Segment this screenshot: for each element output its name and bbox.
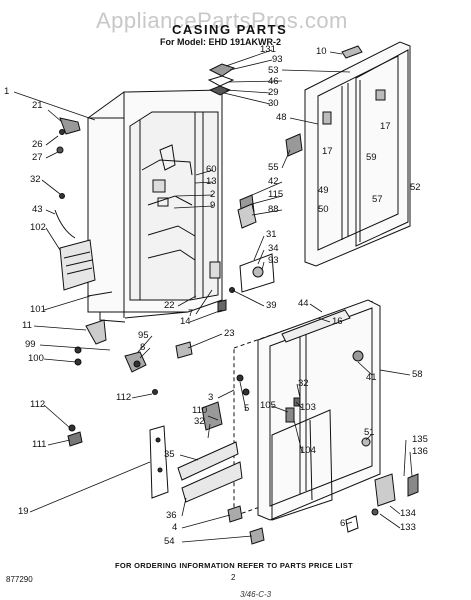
callout-32-door: 32 (298, 378, 309, 389)
callout-112-mid: 112 (116, 392, 132, 403)
callout-105: 105 (260, 400, 276, 411)
handwritten-mark: 3/46-C-3 (240, 590, 272, 599)
watermark-text: AppliancePartsPros.com (96, 8, 348, 33)
callout-32: 32 (30, 174, 41, 185)
callout-3: 3 (208, 392, 214, 403)
page-number: 2 (231, 573, 236, 582)
callout-59: 59 (366, 152, 377, 163)
callout-17-lower: 17 (322, 146, 333, 157)
callout-2: 2 (210, 189, 216, 200)
callout-93-top: 93 (272, 54, 283, 65)
callout-101: 101 (30, 304, 46, 315)
cabinet-drawing (87, 89, 223, 323)
callout-39: 39 (266, 300, 277, 311)
callout-32-hinge: 32 (194, 416, 205, 427)
callout-54: 54 (164, 536, 175, 547)
callout-35: 35 (164, 449, 175, 460)
callout-53: 53 (268, 65, 279, 76)
callout-103: 103 (300, 402, 316, 413)
document-number: 877290 (6, 575, 33, 584)
fresh-food-door-drawing (233, 299, 381, 521)
callout-27: 27 (32, 152, 43, 163)
callout-42: 42 (268, 176, 279, 187)
callout-51: 51 (364, 427, 375, 438)
callout-88: 88 (268, 204, 279, 215)
callout-133: 133 (400, 522, 416, 533)
callout-17-upper: 17 (380, 121, 391, 132)
diagram-title: CASING PARTS (172, 22, 288, 37)
callout-5: 5 (244, 403, 250, 414)
callout-111: 111 (32, 439, 47, 450)
callout-55: 55 (268, 162, 279, 173)
callout-30: 30 (268, 98, 279, 109)
ordering-footer-note: FOR ORDERING INFORMATION REFER TO PARTS … (115, 561, 353, 570)
callout-112-left: 112 (30, 399, 46, 410)
callout-136: 136 (412, 446, 428, 457)
callout-43: 43 (32, 204, 43, 215)
callout-93-lower: 93 (268, 255, 279, 266)
callout-19: 19 (18, 506, 29, 517)
callout-16: 16 (332, 316, 343, 327)
callout-50: 50 (318, 204, 329, 215)
callout-60: 60 (206, 164, 217, 175)
freezer-door-drawing (304, 41, 411, 267)
callout-6: 6 (340, 518, 346, 529)
small-parts-drawing (54, 45, 419, 545)
callout-44: 44 (298, 298, 309, 309)
callout-115: 115 (268, 189, 284, 200)
callout-21: 21 (32, 100, 43, 111)
callout-10: 10 (316, 46, 327, 57)
callout-100: 100 (28, 353, 44, 364)
callout-95: 95 (138, 330, 149, 341)
callout-135: 135 (412, 434, 428, 445)
callout-26: 26 (32, 139, 43, 150)
leader-lines (13, 49, 413, 543)
callout-23: 23 (224, 328, 235, 339)
callout-29: 29 (268, 87, 279, 98)
callout-134: 134 (400, 508, 416, 519)
callout-102: 102 (30, 222, 46, 233)
callout-58: 58 (412, 369, 423, 380)
callout-22: 22 (164, 300, 175, 311)
callout-34: 34 (268, 243, 279, 254)
callout-131: 131 (260, 44, 276, 55)
callout-52: 52 (410, 182, 421, 193)
callout-11: 11 (22, 320, 32, 331)
callout-9: 9 (210, 200, 216, 211)
callout-31: 31 (266, 229, 277, 240)
callout-36: 36 (166, 510, 177, 521)
callout-8: 8 (140, 342, 146, 353)
callout-1: 1 (4, 86, 10, 97)
callout-99: 99 (25, 339, 36, 350)
callout-41: 41 (366, 372, 377, 383)
callout-13: 13 (206, 176, 217, 187)
callout-48: 48 (276, 112, 287, 123)
model-subtitle: For Model: EHD 191AKWR-2 (160, 37, 282, 47)
callout-110: 110 (192, 405, 208, 416)
callout-7: 7 (188, 308, 194, 319)
callout-4: 4 (172, 522, 178, 533)
callout-57: 57 (372, 194, 383, 205)
callout-46: 46 (268, 76, 279, 87)
callout-49: 49 (318, 185, 329, 196)
callout-104: 104 (300, 445, 316, 456)
callout-14: 14 (180, 316, 191, 327)
